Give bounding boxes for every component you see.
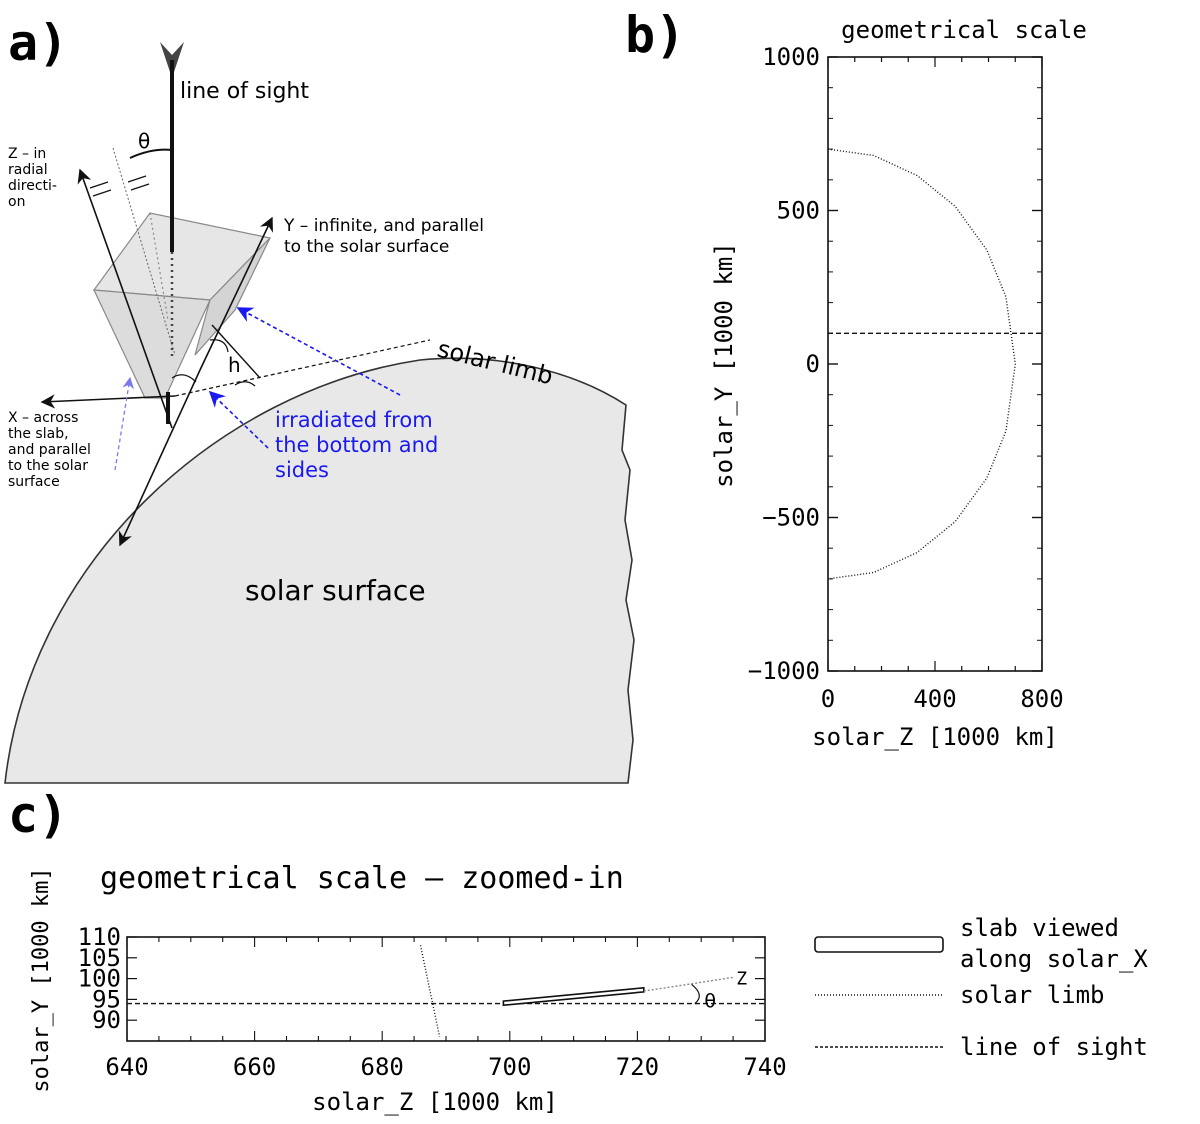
panel-b-yticks: 1000 500 0 −500 −1000 <box>748 43 820 685</box>
y-axis-label: Y – infinite, and parallel to the solar … <box>283 216 484 257</box>
panel-b-ylabel: solar_Y [1000 km] <box>710 242 738 488</box>
panel-c: c) geometrical scale – zoomed-in 110 105… <box>8 786 1148 1116</box>
c-theta-arc <box>691 983 700 1005</box>
svg-text:Z – in: Z – in <box>8 146 46 162</box>
svg-text:radial: radial <box>8 162 48 178</box>
y-axis-line <box>199 216 273 371</box>
c-xtick: 640 <box>105 1053 148 1081</box>
x-axis-label: X – across the slab, and parallel to the… <box>8 410 91 490</box>
panel-c-frame <box>126 936 766 1042</box>
svg-text:directi-: directi- <box>8 178 57 194</box>
b-ytick: −1000 <box>748 657 820 685</box>
b-xtick: 0 <box>821 685 835 713</box>
svg-text:X – across: X – across <box>8 410 78 426</box>
panel-b: b) geometrical scale 1000 500 0 −500 −10… <box>625 6 1087 751</box>
svg-text:irradiated from: irradiated from <box>275 408 433 432</box>
b-xtick: 400 <box>913 685 956 713</box>
panel-b-plot <box>827 56 1043 672</box>
c-ytick: 90 <box>92 1006 121 1034</box>
svg-text:and parallel: and parallel <box>8 442 91 458</box>
guide-tick <box>130 183 150 191</box>
panel-c-ylabel: solar_Y [1000 km] <box>29 867 54 1092</box>
svg-text:on: on <box>8 194 25 210</box>
svg-text:the slab,: the slab, <box>8 426 69 442</box>
h-line <box>211 324 261 379</box>
legend: slab viewed along solar_X solar limb lin… <box>814 914 1148 1061</box>
c-theta-label: θ <box>704 990 716 1012</box>
dotted-gray-series <box>643 976 734 992</box>
theta-arc <box>129 148 173 159</box>
b-ytick: 0 <box>806 350 820 378</box>
panel-b-xlabel: solar_Z [1000 km] <box>812 723 1058 751</box>
dotted-series <box>827 148 1017 580</box>
c-xtick: 720 <box>616 1053 659 1081</box>
right-angle-1 <box>171 374 197 383</box>
irradiation-arrow-x <box>114 376 135 471</box>
z-tick <box>92 189 112 197</box>
z-mark-label: Z <box>736 969 747 990</box>
panel-b-frame <box>827 56 1043 672</box>
z-axis-line <box>77 168 173 429</box>
legend-slab-swatch <box>814 936 944 953</box>
c-xtick: 680 <box>361 1053 404 1081</box>
panel-c-xlabel: solar_Z [1000 km] <box>312 1088 558 1116</box>
panel-b-xticks: 0 400 800 <box>821 685 1064 713</box>
c-ytick: 95 <box>92 985 121 1013</box>
panel-c-label: c) <box>8 786 68 844</box>
guide-tick <box>127 175 147 183</box>
z-tick <box>89 181 109 189</box>
solar-surface-label: solar surface <box>245 574 426 607</box>
panel-c-title: geometrical scale – zoomed-in <box>100 861 624 896</box>
legend-slab-label-2: along solar_X <box>960 945 1148 973</box>
svg-text:to the solar surface: to the solar surface <box>284 237 449 257</box>
theta-guide <box>112 147 176 356</box>
panel-c-yticks: 110 105 100 95 90 <box>78 923 121 1034</box>
svg-text:Y – infinite, and parallel: Y – infinite, and parallel <box>283 216 484 236</box>
limb-tangent <box>174 339 431 397</box>
svg-text:to the solar: to the solar <box>8 458 88 474</box>
c-xtick: 660 <box>233 1053 276 1081</box>
c-ytick: 110 <box>78 923 121 951</box>
h-label: h <box>228 353 241 377</box>
dotted-series <box>419 945 441 1037</box>
legend-los-label: line of sight <box>960 1033 1148 1061</box>
panel-b-title: geometrical scale <box>841 16 1087 44</box>
b-xtick: 800 <box>1020 685 1063 713</box>
panel-b-label: b) <box>625 6 685 64</box>
solar-surface-body <box>4 357 635 784</box>
b-ytick: 1000 <box>762 43 820 71</box>
legend-slab-label: slab viewed <box>960 914 1119 942</box>
legend-limb-label: solar limb <box>960 981 1105 1009</box>
b-ytick: 500 <box>777 197 820 225</box>
c-ytick: 105 <box>78 944 121 972</box>
line-of-sight-label: line of sight <box>180 79 309 104</box>
z-axis-label: Z – in radial directi- on <box>8 146 57 210</box>
x-axis-line <box>40 394 176 409</box>
right-angle-2 <box>209 339 229 353</box>
panel-c-xticks: 640 660 680 700 720 740 <box>105 1053 786 1081</box>
slab-shape <box>502 986 645 1007</box>
c-ytick: 100 <box>78 965 121 993</box>
c-xtick: 740 <box>743 1053 786 1081</box>
svg-text:the bottom and: the bottom and <box>275 433 438 457</box>
x-axis-down-line <box>118 369 201 547</box>
svg-text:sides: sides <box>275 458 329 482</box>
irradiated-label: irradiated from the bottom and sides <box>275 408 438 482</box>
b-ytick: −500 <box>762 504 820 532</box>
panel-a: a) solar surface solar limb li <box>4 14 635 784</box>
theta-label: θ <box>138 129 150 153</box>
irradiation-arrow-side <box>236 307 401 396</box>
slab-box <box>92 212 272 399</box>
svg-text:surface: surface <box>8 474 60 490</box>
panel-c-plot <box>126 936 766 1041</box>
right-angle-3 <box>234 381 256 387</box>
c-xtick: 700 <box>488 1053 531 1081</box>
panel-a-label: a) <box>8 14 68 72</box>
